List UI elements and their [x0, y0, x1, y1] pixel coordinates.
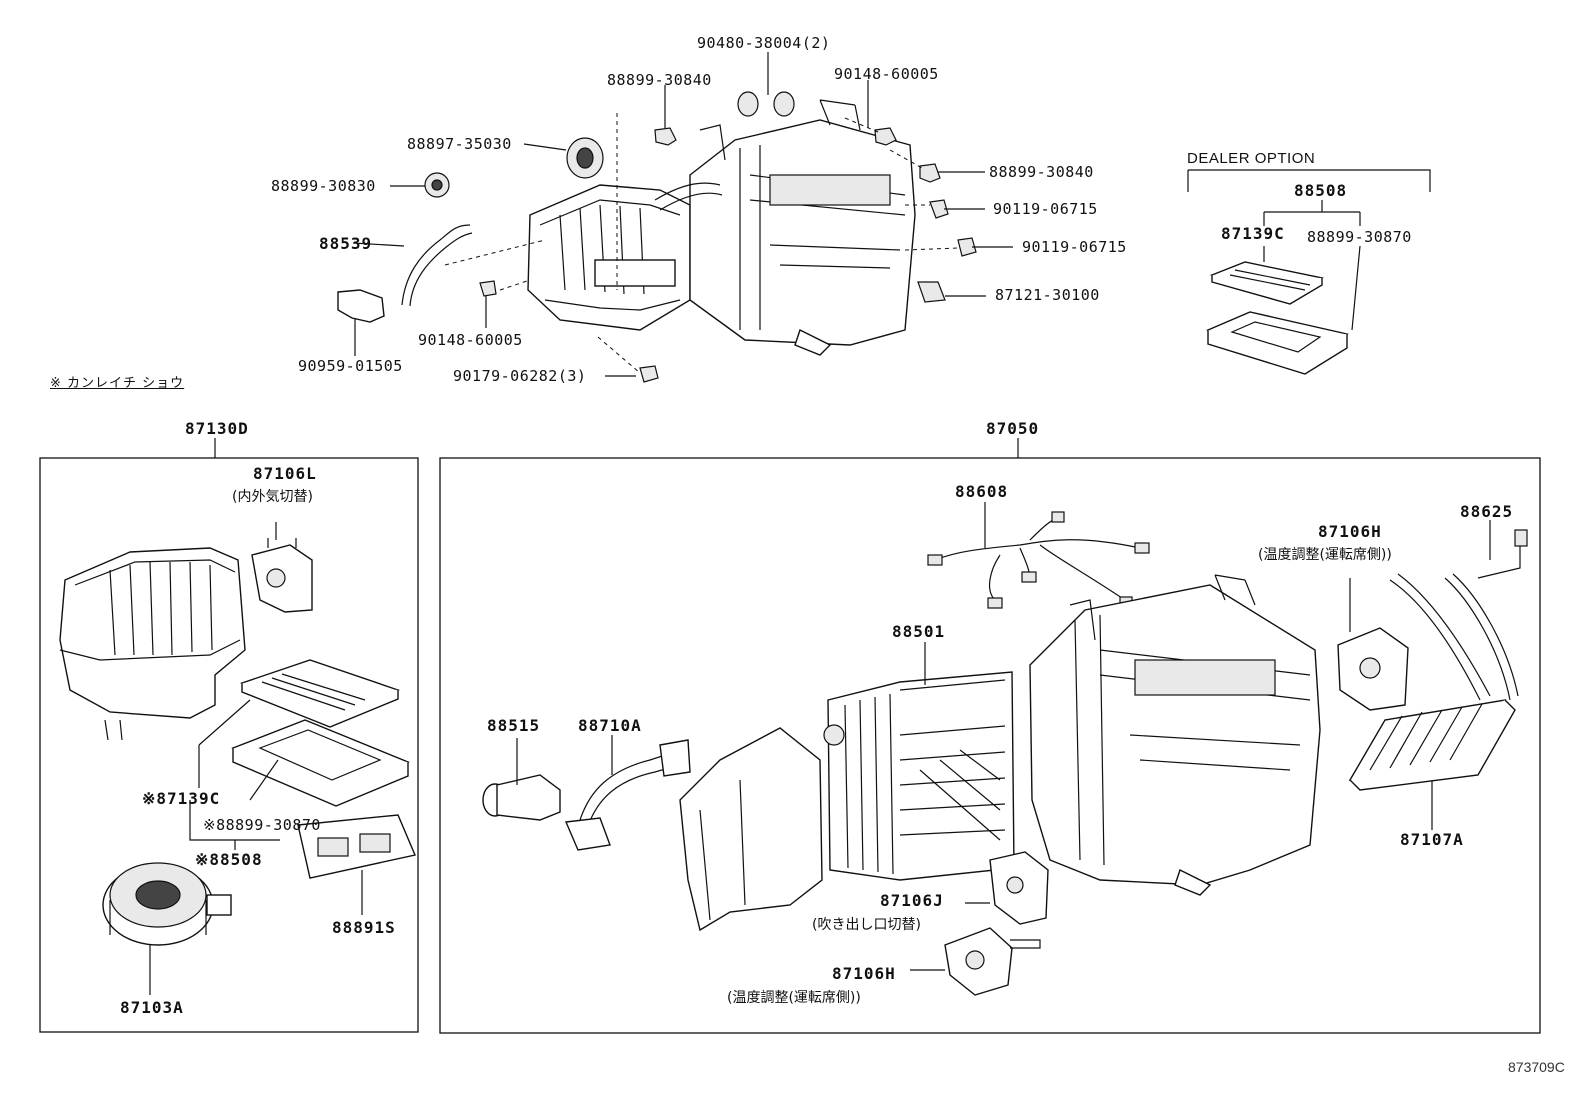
- label-90959-01505: 90959-01505: [298, 357, 403, 375]
- label-88899-30840-b: 88899-30840: [989, 163, 1094, 181]
- label-87106J: 87106J: [880, 891, 944, 910]
- left-box-parts: [59, 522, 416, 995]
- label-87106H-b: 87106H: [832, 964, 896, 983]
- label-87107A: 87107A: [1400, 830, 1464, 849]
- label-88897-35030: 88897-35030: [407, 135, 512, 153]
- label-87106L: 87106L: [253, 464, 317, 483]
- top-heater-assembly: [337, 52, 1013, 383]
- label-90179-06282: 90179-06282(3): [453, 367, 587, 385]
- label-88501: 88501: [892, 622, 946, 641]
- diagram-code: 873709C: [1508, 1059, 1565, 1075]
- label-88899-30830: 88899-30830: [271, 177, 376, 195]
- label-87121-30100: 87121-30100: [995, 286, 1100, 304]
- label-87106H-a: 87106H: [1318, 522, 1382, 541]
- label-88891S: 88891S: [332, 918, 396, 937]
- left-box-frame: [39, 457, 419, 1033]
- label-87103A: 87103A: [120, 998, 184, 1017]
- label-87050: 87050: [986, 419, 1040, 438]
- dealer-option-group: [1187, 169, 1431, 375]
- label-88899-30840-a: 88899-30840: [607, 71, 712, 89]
- right-box-frame: [439, 457, 1541, 1034]
- dealer-option-title: DEALER OPTION: [1187, 150, 1316, 167]
- label-90148-60005-a: 90148-60005: [834, 65, 939, 83]
- label-87106H-b-desc: (温度調整(運転席側)): [727, 990, 861, 1006]
- label-88539: 88539: [319, 234, 373, 253]
- label-dealer-87139C: 87139C: [1221, 224, 1285, 243]
- label-88508: ※88508: [195, 850, 263, 869]
- label-88625: 88625: [1460, 502, 1514, 521]
- label-dealer-88899-30870: 88899-30870: [1307, 228, 1412, 246]
- label-90148-60005-b: 90148-60005: [418, 331, 523, 349]
- label-88515: 88515: [487, 716, 541, 735]
- label-90119-06715-b: 90119-06715: [1022, 238, 1127, 256]
- label-87139C: ※87139C: [142, 789, 221, 808]
- right-box-parts: [482, 502, 1528, 996]
- label-88899-30870: ※88899-30870: [203, 816, 321, 834]
- cold-climate-note: ※ カンレイチ ショウ: [50, 376, 185, 391]
- label-87130D: 87130D: [185, 419, 249, 438]
- label-90119-06715-a: 90119-06715: [993, 200, 1098, 218]
- label-87106J-desc: (吹き出し口切替): [812, 917, 921, 933]
- label-87106H-a-desc: (温度調整(運転席側)): [1258, 547, 1392, 563]
- label-dealer-88508: 88508: [1294, 181, 1348, 200]
- label-87106L-desc: (内外気切替): [232, 489, 313, 505]
- label-90480-38004: 90480-38004(2): [697, 34, 831, 52]
- label-88710A: 88710A: [578, 716, 642, 735]
- label-88608: 88608: [955, 482, 1009, 501]
